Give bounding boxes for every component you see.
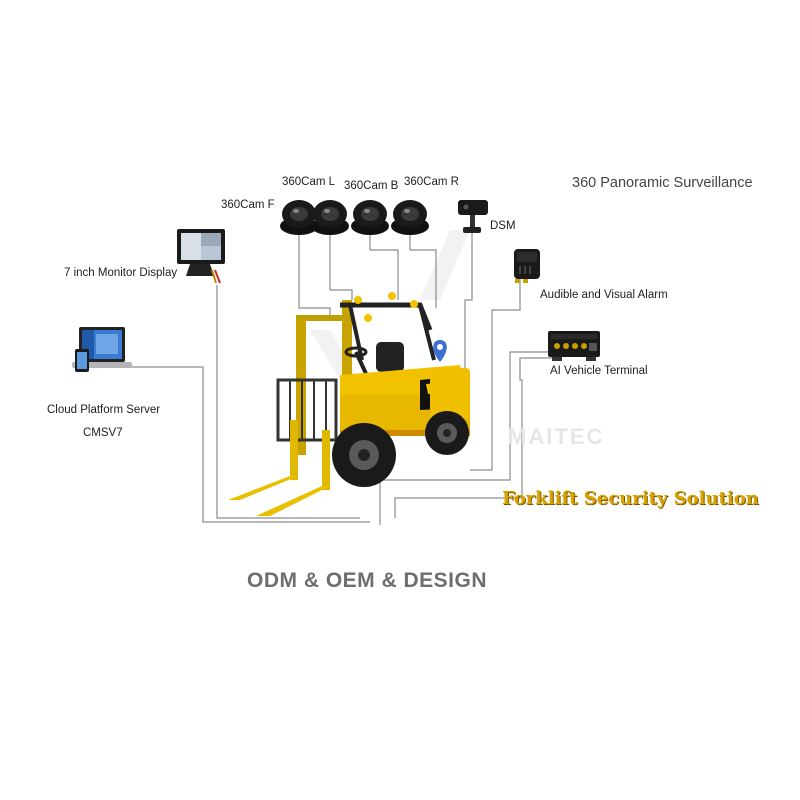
camera-cam-r (391, 200, 429, 235)
label-cloud-line1: Cloud Platform Server (47, 404, 161, 416)
label-cam-b: 360Cam B (344, 180, 399, 192)
page-heading: 360 Panoramic Surveillance (572, 175, 753, 191)
connector-monitor (216, 285, 360, 519)
cloud-platform-icon (72, 327, 132, 372)
connector-cloud (128, 366, 370, 523)
monitor-display-icon (177, 229, 225, 284)
connector-dsm (464, 232, 473, 372)
label-dsm: DSM (490, 220, 516, 232)
label-cloud-line2: CMSV7 (83, 427, 123, 439)
alarm-device-icon (514, 249, 540, 283)
label-cam-r: 360Cam R (404, 176, 459, 188)
connector-cam-l (329, 232, 353, 300)
connector-cam-r (409, 232, 437, 308)
camera-cam-l (311, 200, 349, 235)
camera-cam-f (280, 200, 318, 235)
label-terminal: AI Vehicle Terminal (550, 365, 648, 377)
connector-terminal-2 (394, 357, 558, 518)
forklift-illustration (228, 292, 470, 516)
connector-alarm (470, 278, 521, 471)
connector-cam-b (369, 232, 399, 300)
connector-cam-f (298, 232, 331, 318)
dsm-camera-icon (458, 200, 488, 233)
camera-cam-b (351, 200, 389, 235)
ai-terminal-icon (548, 331, 600, 361)
connector-terminal (379, 351, 548, 525)
solution-title: Forklift Security Solution (502, 488, 759, 509)
label-monitor: 7 inch Monitor Display (64, 267, 178, 279)
connector-lines (128, 232, 558, 525)
watermark-text: MAITEC (508, 424, 605, 449)
label-alarm: Audible and Visual Alarm (540, 289, 668, 301)
footer-text: ODM & OEM & DESIGN (247, 569, 488, 592)
label-cam-l: 360Cam L (282, 176, 336, 188)
label-cam-f: 360Cam F (221, 199, 275, 211)
